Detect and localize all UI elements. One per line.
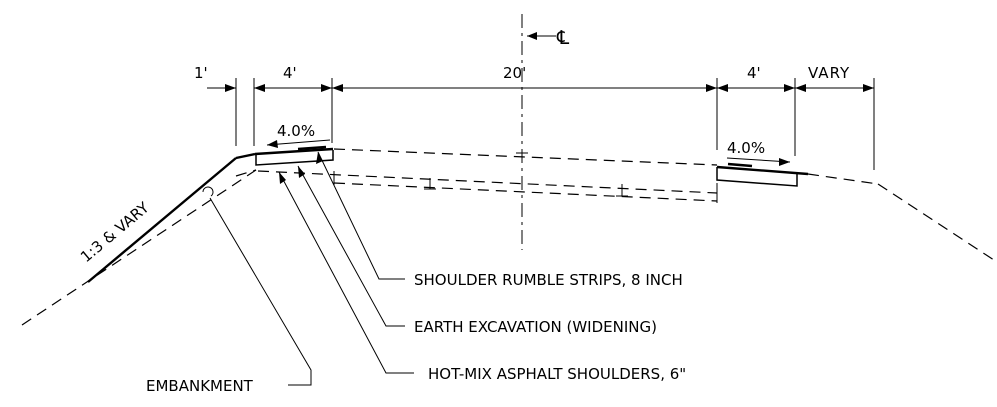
left-slope-indicator: 4.0% [266, 122, 331, 148]
rumble-strip-right [727, 162, 753, 168]
centerline-symbol: ℄ [556, 27, 570, 49]
extension-lines [235, 78, 875, 170]
right-slope-indicator: 4.0% [726, 139, 791, 166]
dim-shoulder-right: 4' [747, 64, 761, 82]
dimension-lines [207, 84, 874, 92]
dim-left-offset: 1' [194, 64, 208, 82]
centerline-arrowhead [527, 32, 537, 40]
side-slope-line [87, 157, 237, 283]
dim-right-side: VARY [808, 64, 850, 82]
callout-leaders [209, 151, 414, 386]
callout-rumble-strips: SHOULDER RUMBLE STRIPS, 8 INCH [414, 271, 683, 289]
subgrade-ticks [424, 152, 628, 197]
existing-section [21, 148, 997, 326]
embankment-symbol [202, 186, 214, 197]
side-slope-label: 1:3 & VARY [77, 198, 153, 266]
left-slope-label: 4.0% [277, 122, 315, 140]
dim-shoulder-left: 4' [283, 64, 297, 82]
centerline: ℄ [521, 14, 570, 250]
proposed-section [87, 145, 809, 283]
rumble-strip-left [297, 145, 327, 151]
dim-pavement: 20' [503, 64, 526, 82]
callout-hma-shoulders: HOT-MIX ASPHALT SHOULDERS, 6" [428, 365, 686, 383]
callout-earth-excavation: EARTH EXCAVATION (WIDENING) [414, 318, 657, 336]
callout-embankment: EMBANKMENT [146, 377, 254, 395]
right-slope-label: 4.0% [727, 139, 765, 157]
